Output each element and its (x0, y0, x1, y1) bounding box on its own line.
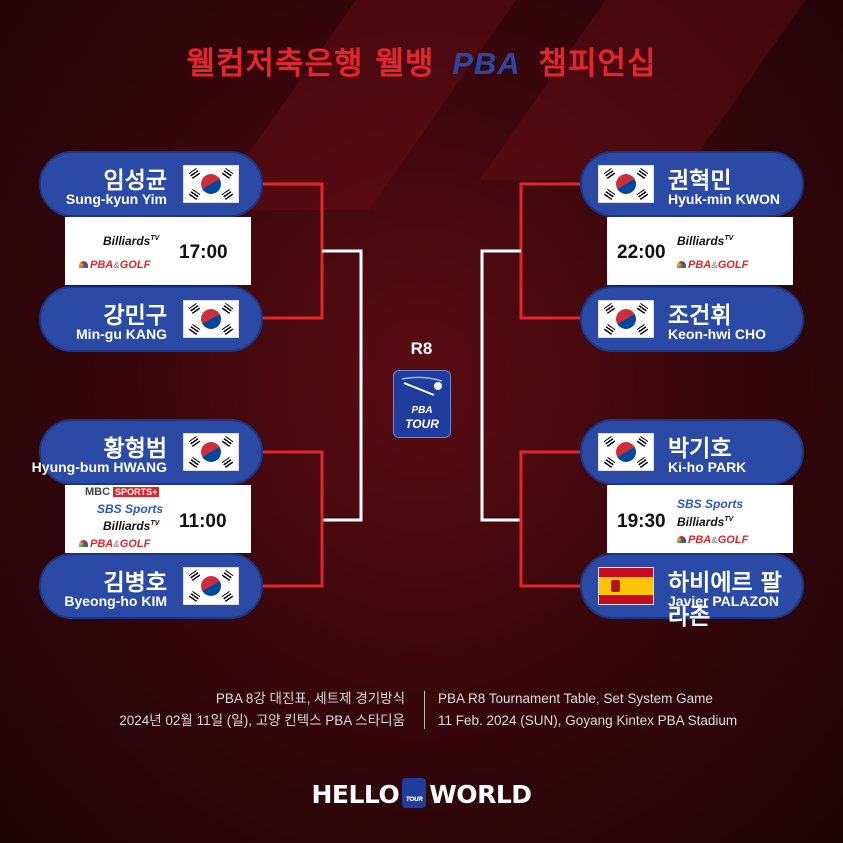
billiards-tv-logo: BilliardsTV (103, 519, 160, 533)
player-name-en: Hyuk-min KWON (668, 191, 780, 207)
korea-flag-icon (183, 567, 239, 605)
bracket-line-red (519, 182, 581, 320)
sbs-sports-logo: SBS Sports (97, 502, 164, 516)
match-time: 22:00 (617, 242, 666, 263)
player-card[interactable]: 권혁민 Hyuk-min KWON (580, 151, 804, 217)
player-name-en: Javier PALAZON (668, 593, 779, 609)
billiards-tv-logo: BilliardsTV (103, 234, 160, 248)
peacock-icon (677, 536, 686, 543)
player-card[interactable]: 김병호 Byeong-ho KIM (39, 553, 263, 619)
match-info-box: BilliardsTV PBA&GOLF 17:00 (65, 217, 251, 285)
spain-flag-icon (598, 567, 654, 605)
korea-flag-icon (598, 300, 654, 338)
pba-tour-mini-icon: TOUR (402, 778, 427, 808)
match-time: 17:00 (179, 242, 228, 263)
sbs-sports-logo: SBS Sports (677, 497, 744, 511)
korea-flag-icon (598, 165, 654, 203)
peacock-icon (677, 261, 686, 268)
player-name-ko: 박기호 (668, 436, 732, 462)
title-part2: 챔피언십 (538, 46, 657, 82)
pba-golf-logo: PBA&GOLF (79, 539, 150, 550)
billiard-cue-icon (401, 376, 443, 396)
round-label: R8 (410, 339, 433, 358)
player-name-ko: 황형범 (103, 436, 167, 462)
title-brand: PBA (452, 46, 521, 81)
billiards-tv-logo: BilliardsTV (677, 515, 734, 529)
pba-golf-logo: PBA&GOLF (79, 260, 150, 271)
footer-korean: PBA 8강 대진표, 세트제 경기방식 2024년 02월 11일 (일), … (119, 691, 405, 728)
player-name-ko: 김병호 (103, 570, 167, 596)
korea-flag-icon (183, 165, 239, 203)
match-info-box: 22:00 BilliardsTV PBA&GOLF (607, 217, 793, 285)
player-name-en: Ki-ho PARK (668, 459, 747, 475)
bracket-line-white (480, 249, 521, 522)
player-name-en: Min-gu KANG (76, 326, 167, 342)
player-name-ko: 임성균 (103, 168, 167, 194)
korea-flag-icon (183, 300, 239, 338)
player-name-ko: 권혁민 (668, 168, 732, 194)
pba-golf-logo: PBA&GOLF (677, 535, 748, 546)
korea-flag-icon (598, 433, 654, 471)
match-time: 11:00 (179, 511, 227, 532)
player-card[interactable]: 하비에르 팔라존 Javier PALAZON (580, 553, 804, 630)
player-name-en: Byeong-ho KIM (64, 593, 167, 609)
player-card[interactable]: 황형범 Hyung-bum HWANG (32, 419, 263, 485)
player-card[interactable]: 강민구 Min-gu KANG (39, 286, 263, 352)
footer-divider (424, 691, 425, 729)
korea-flag-icon (183, 433, 239, 471)
bracket-line-red (519, 450, 581, 588)
player-card[interactable]: 박기호 Ki-ho PARK (580, 419, 804, 485)
peacock-icon (79, 540, 88, 547)
billiards-tv-logo: BilliardsTV (677, 234, 734, 248)
pba-tour-logo: PBA TOUR (393, 370, 451, 438)
player-name-ko: 강민구 (103, 303, 167, 329)
page-title: 웰컴저축은행 웰뱅 PBA 챔피언십 (0, 38, 843, 83)
bracket-line-red (262, 450, 324, 588)
player-card[interactable]: 조건휘 Keon-hwi CHO (580, 286, 804, 352)
player-card[interactable]: 임성균 Sung-kyun Yim (39, 151, 263, 217)
footer-english: PBA R8 Tournament Table, Set System Game… (438, 691, 738, 728)
player-name-en: Keon-hwi CHO (668, 326, 766, 342)
match-info-box: MBC SPORTS+ SBS Sports BilliardsTV PBA&G… (65, 485, 251, 553)
player-name-en: Hyung-bum HWANG (31, 459, 167, 475)
pba-golf-logo: PBA&GOLF (677, 260, 748, 271)
player-name-en: Sung-kyun Yim (65, 191, 167, 207)
peacock-icon (79, 261, 88, 268)
title-part1: 웰컴저축은행 웰뱅 (186, 46, 435, 82)
player-name-ko: 조건휘 (668, 303, 732, 329)
mbc-sports-logo: MBC SPORTS+ (85, 486, 160, 498)
player-name-ko: 하비에르 팔라존 (668, 570, 782, 630)
bracket-line-red (262, 182, 324, 320)
match-time: 19:30 (617, 511, 666, 532)
match-info-box: 19:30 SBS Sports BilliardsTV PBA&GOLF (607, 485, 793, 553)
bracket-line-white (322, 249, 363, 522)
